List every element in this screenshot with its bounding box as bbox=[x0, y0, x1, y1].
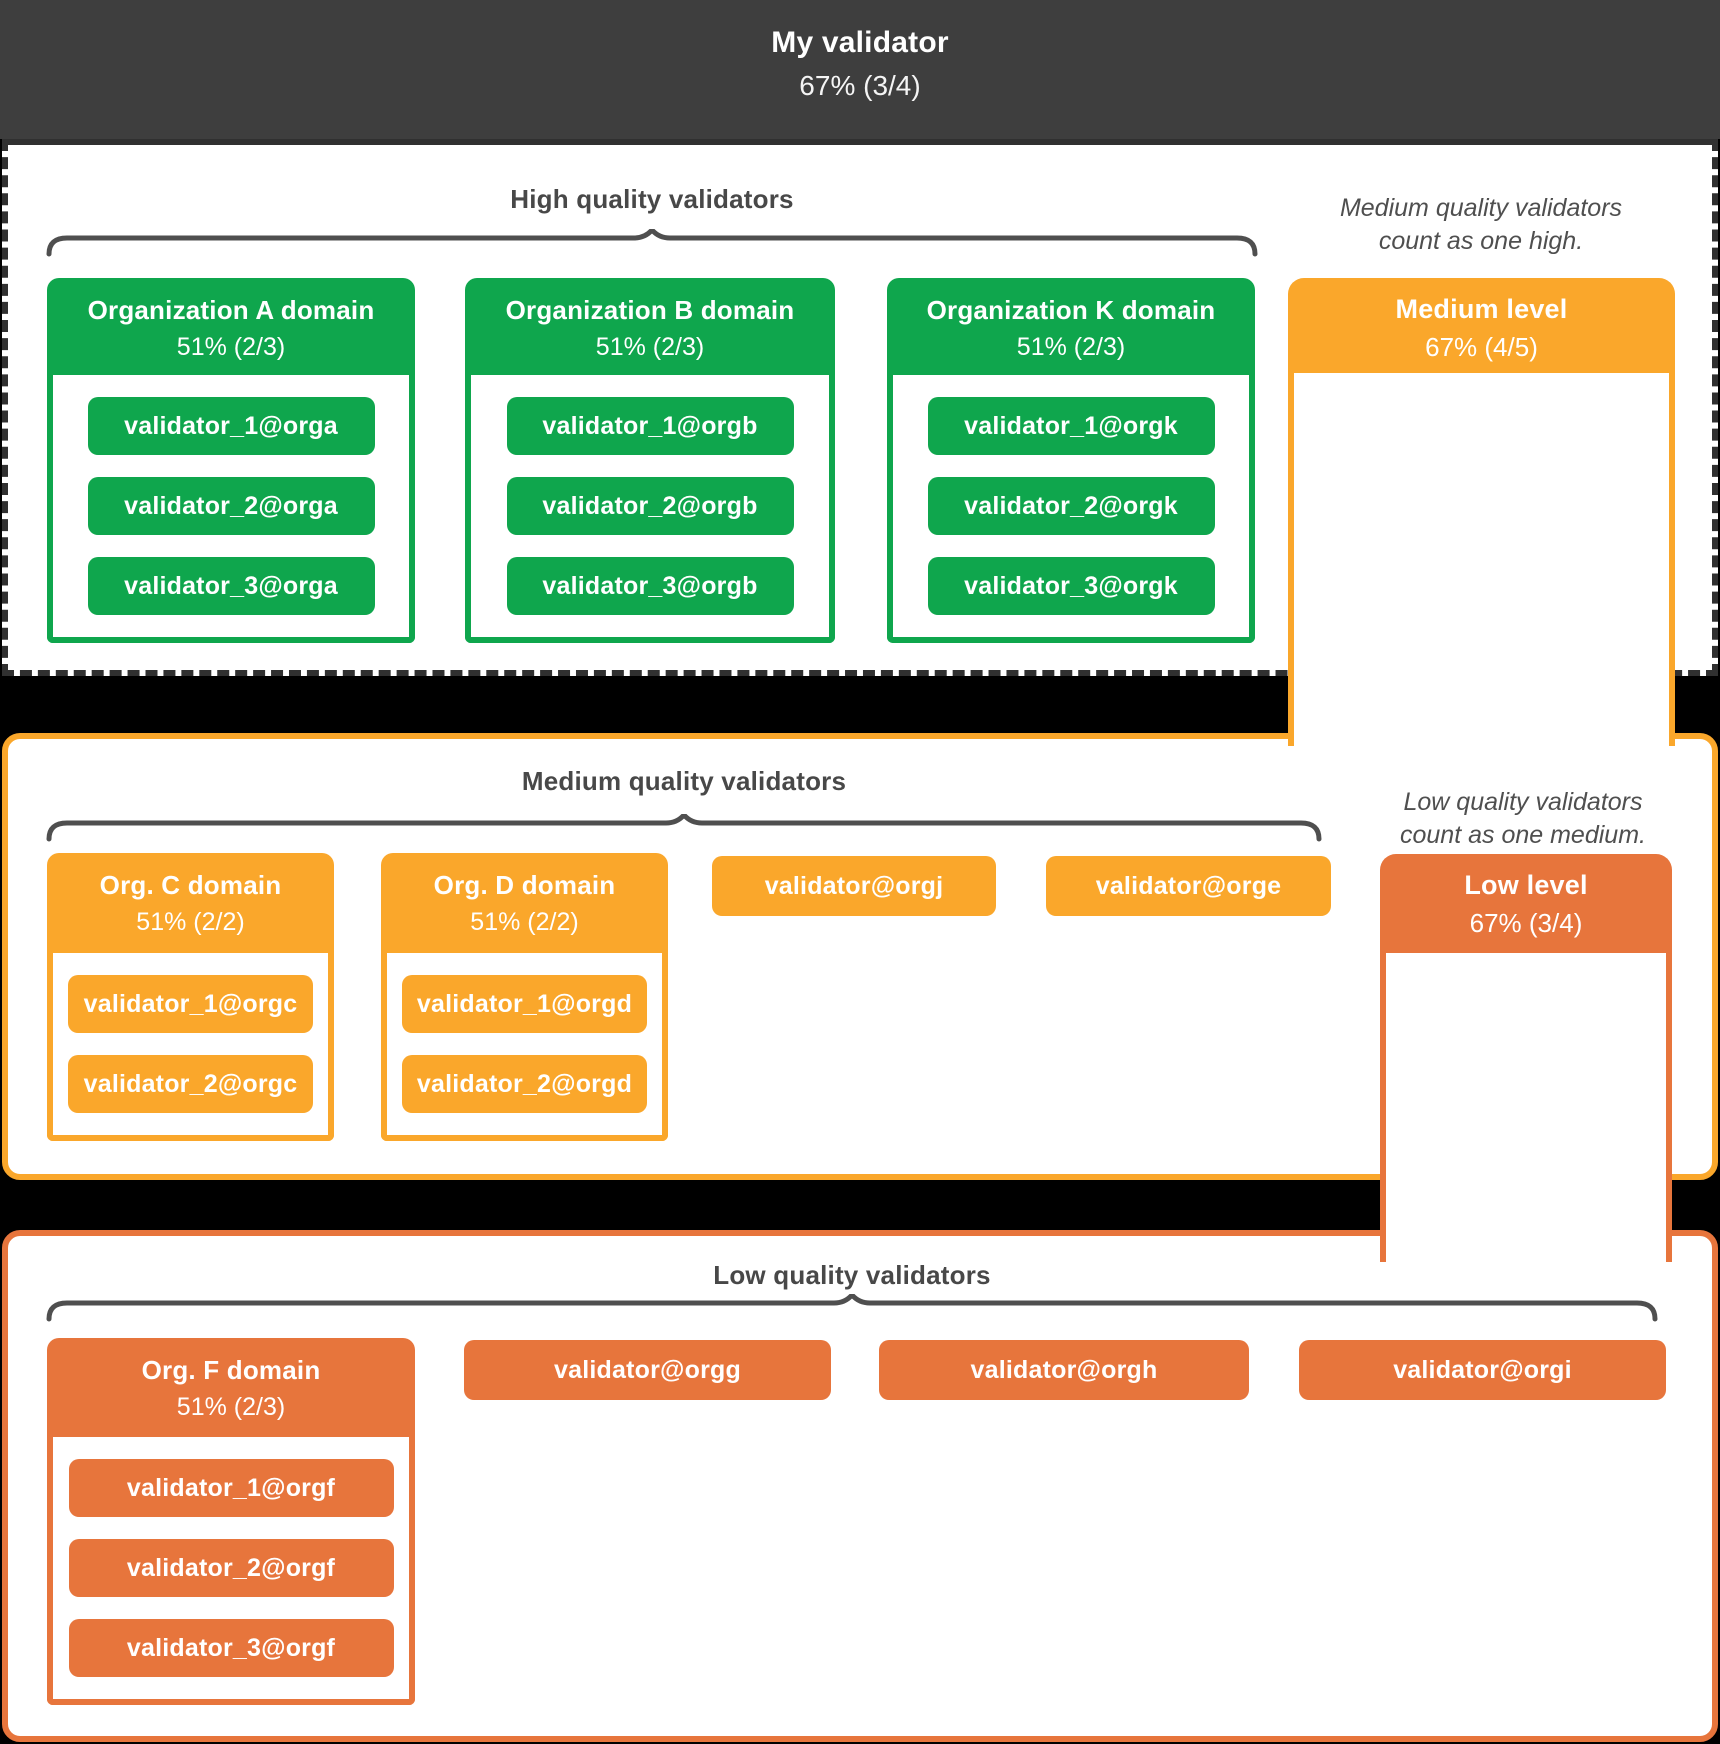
validator-pill-orgi: validator@orgi bbox=[1299, 1340, 1666, 1400]
note-line: Low quality validators bbox=[1403, 788, 1643, 816]
org-a-name: Organization A domain bbox=[87, 295, 375, 325]
org-c-quota: 51% (2/2) bbox=[136, 908, 245, 936]
root-validator-banner: My validator 67% (3/4) bbox=[0, 0, 1720, 139]
medium-counts-note: Medium quality validators count as one h… bbox=[1286, 192, 1676, 258]
low-counts-note: Low quality validators count as one medi… bbox=[1340, 786, 1706, 852]
validator-pill: validator_3@orgf bbox=[68, 1619, 394, 1677]
validator-pill: validator_2@orgb bbox=[506, 477, 794, 535]
org-d-body: validator_1@orgd validator_2@orgd bbox=[381, 953, 668, 1141]
org-c-body: validator_1@orgc validator_2@orgc bbox=[47, 953, 334, 1141]
root-validator-quota: 67% (3/4) bbox=[799, 70, 921, 101]
low-brace bbox=[46, 1294, 1658, 1322]
root-validator-title: My validator bbox=[771, 26, 949, 59]
low-quality-section: Low quality validators Org. F domain 51%… bbox=[2, 1230, 1718, 1742]
org-d-quota: 51% (2/2) bbox=[470, 908, 579, 936]
org-f-domain-box: Org. F domain 51% (2/3) validator_1@orgf… bbox=[47, 1338, 415, 1708]
medium-quality-section: Medium quality validators Org. C domain … bbox=[2, 733, 1718, 1180]
validator-pill: validator_1@orga bbox=[87, 397, 375, 455]
high-section-title: High quality validators bbox=[510, 184, 794, 214]
validator-pill: validator_2@orgk bbox=[927, 477, 1215, 535]
org-b-quota: 51% (2/3) bbox=[595, 333, 705, 361]
validator-pill: validator_3@orgb bbox=[506, 557, 794, 615]
validator-pill-orgh: validator@orgh bbox=[879, 1340, 1249, 1400]
org-k-body: validator_1@orgk validator_2@orgk valida… bbox=[887, 375, 1255, 643]
org-f-name: Org. F domain bbox=[141, 1355, 321, 1385]
note-line: Medium quality validators bbox=[1339, 194, 1623, 222]
org-c-header: Org. C domain 51% (2/2) bbox=[47, 853, 334, 953]
validator-pill: validator_1@orgb bbox=[506, 397, 794, 455]
org-f-header: Org. F domain 51% (2/3) bbox=[47, 1338, 415, 1437]
low-level-connector: Low level 67% (3/4) bbox=[1380, 854, 1672, 1262]
org-k-name: Organization K domain bbox=[926, 295, 1216, 325]
high-brace bbox=[46, 229, 1258, 257]
validator-pill-orge: validator@orge bbox=[1046, 856, 1331, 916]
org-c-domain-box: Org. C domain 51% (2/2) validator_1@orgc… bbox=[47, 853, 334, 1141]
org-d-domain-box: Org. D domain 51% (2/2) validator_1@orgd… bbox=[381, 853, 668, 1141]
validator-pill: validator_1@orgf bbox=[68, 1459, 394, 1517]
validator-pill: validator_1@orgk bbox=[927, 397, 1215, 455]
validator-pill: validator_1@orgd bbox=[402, 975, 647, 1033]
org-k-domain-box: Organization K domain 51% (2/3) validato… bbox=[887, 278, 1255, 643]
org-d-header: Org. D domain 51% (2/2) bbox=[381, 853, 668, 953]
org-a-header: Organization A domain 51% (2/3) bbox=[47, 278, 415, 375]
validator-pill: validator_3@orga bbox=[87, 557, 375, 615]
validator-pill: validator_3@orgk bbox=[927, 557, 1215, 615]
medium-level-body bbox=[1288, 373, 1675, 746]
medium-level-connector: Medium level 67% (4/5) bbox=[1288, 278, 1675, 746]
org-b-body: validator_1@orgb validator_2@orgb valida… bbox=[465, 375, 835, 643]
validator-pill: validator_2@orgc bbox=[68, 1055, 313, 1113]
note-line: count as one high. bbox=[1378, 227, 1584, 255]
org-a-domain-box: Organization A domain 51% (2/3) validato… bbox=[47, 278, 415, 643]
validator-pill: validator_1@orgc bbox=[68, 975, 313, 1033]
org-f-quota: 51% (2/3) bbox=[176, 1393, 286, 1421]
org-b-domain-box: Organization B domain 51% (2/3) validato… bbox=[465, 278, 835, 643]
medium-level-header: Medium level 67% (4/5) bbox=[1288, 278, 1675, 373]
org-b-header: Organization B domain 51% (2/3) bbox=[465, 278, 835, 375]
medium-level-name: Medium level bbox=[1395, 294, 1568, 324]
medium-level-quota: 67% (4/5) bbox=[1425, 332, 1538, 362]
validator-pill: validator_2@orga bbox=[87, 477, 375, 535]
medium-section-title: Medium quality validators bbox=[521, 766, 847, 796]
low-level-header: Low level 67% (3/4) bbox=[1380, 854, 1672, 953]
org-c-name: Org. C domain bbox=[99, 870, 282, 900]
validator-pill: validator_2@orgf bbox=[68, 1539, 394, 1597]
validator-pill-orgj: validator@orgj bbox=[712, 856, 996, 916]
low-level-name: Low level bbox=[1464, 870, 1588, 900]
validator-pill-orgg: validator@orgg bbox=[464, 1340, 831, 1400]
org-k-header: Organization K domain 51% (2/3) bbox=[887, 278, 1255, 375]
low-level-body bbox=[1380, 953, 1672, 1262]
org-d-name: Org. D domain bbox=[433, 870, 616, 900]
org-f-body: validator_1@orgf validator_2@orgf valida… bbox=[47, 1437, 415, 1705]
org-a-body: validator_1@orga validator_2@orga valida… bbox=[47, 375, 415, 643]
low-level-quota: 67% (3/4) bbox=[1469, 908, 1583, 938]
note-line: count as one medium. bbox=[1400, 821, 1646, 849]
org-k-quota: 51% (2/3) bbox=[1016, 333, 1126, 361]
org-a-quota: 51% (2/3) bbox=[176, 333, 286, 361]
low-section-title: Low quality validators bbox=[713, 1260, 991, 1290]
validator-pill: validator_2@orgd bbox=[402, 1055, 647, 1113]
medium-brace bbox=[46, 814, 1322, 842]
org-b-name: Organization B domain bbox=[505, 295, 795, 325]
